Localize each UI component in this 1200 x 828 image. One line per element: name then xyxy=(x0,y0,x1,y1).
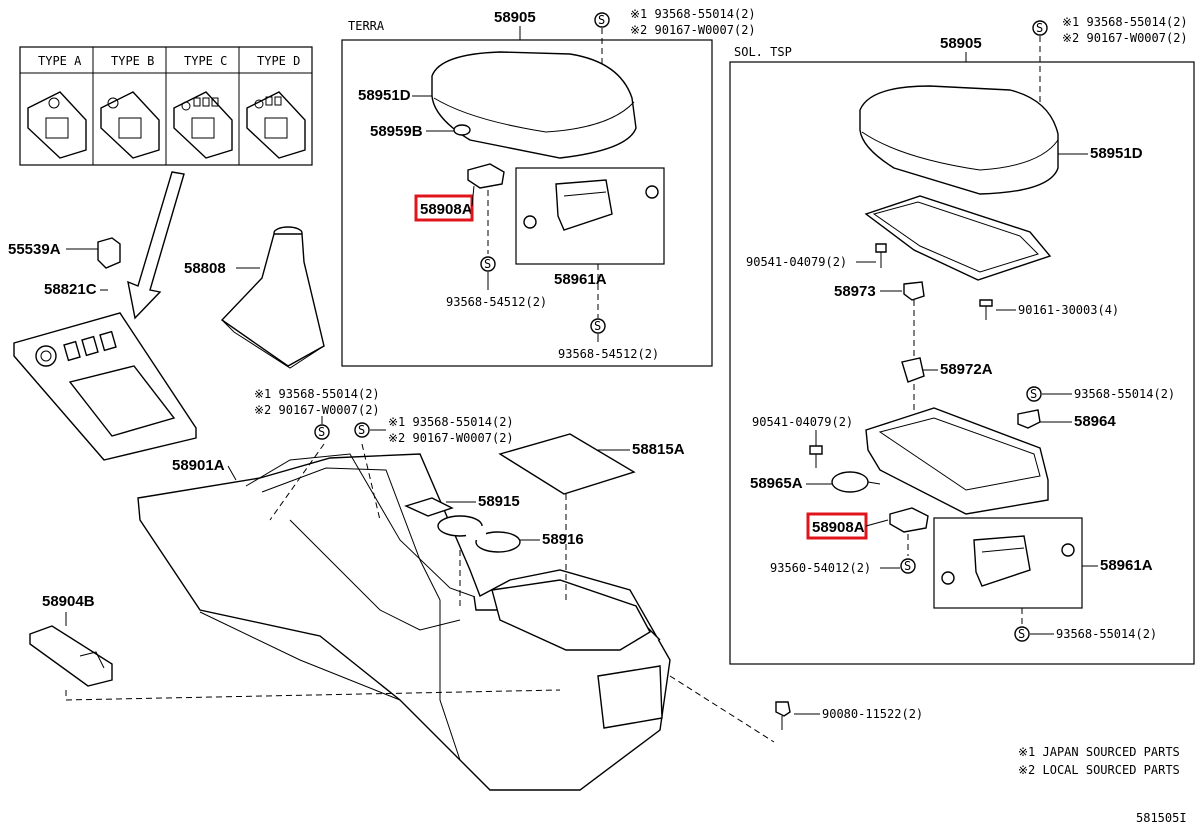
part-58951d-terra xyxy=(431,51,637,159)
part-58908a-sol xyxy=(889,507,929,533)
bolt-icon xyxy=(775,701,791,730)
label-58808: 58808 xyxy=(184,260,226,277)
sol-sourced-2: ※2 90167-W0007(2) xyxy=(1062,31,1188,45)
sol-sourced-1: ※1 93568-55014(2) xyxy=(1062,15,1188,29)
part-58821c xyxy=(13,312,197,461)
type-b-header: TYPE B xyxy=(111,54,154,68)
label-58905-terra: 58905 xyxy=(494,9,536,26)
part-58965a xyxy=(831,471,881,493)
label-58951d-terra: 58951D xyxy=(358,87,411,104)
bolt-icon xyxy=(809,445,823,468)
console-box-lower xyxy=(865,407,1049,515)
screw-icon: S xyxy=(1032,20,1048,36)
inset-arrow xyxy=(127,171,185,320)
type-inset: TYPE A TYPE B TYPE C TYPE D xyxy=(19,46,313,166)
label-58915: 58915 xyxy=(478,493,520,510)
label-58973: 58973 xyxy=(834,283,876,300)
console-sourced-a2: ※2 90167-W0007(2) xyxy=(254,403,380,417)
legend-note-1: ※1 JAPAN SOURCED PARTS xyxy=(1018,745,1180,759)
console-sourced-b1: ※1 93568-55014(2) xyxy=(388,415,514,429)
label-93568-54512-a: 93568-54512(2) xyxy=(446,295,547,309)
part-58908a-terra xyxy=(467,163,505,189)
svg-text:S: S xyxy=(1036,21,1043,35)
part-58915 xyxy=(404,497,454,517)
part-58959b xyxy=(453,124,471,136)
type-b-sketch xyxy=(100,91,160,159)
group-terra: TERRA xyxy=(348,19,385,33)
label-58961a-terra: 58961A xyxy=(554,271,607,288)
type-d-sketch xyxy=(246,91,306,159)
part-58964 xyxy=(1017,409,1041,429)
label-58815a: 58815A xyxy=(632,441,685,458)
terra-sourced-1: ※1 93568-55014(2) xyxy=(630,7,756,21)
label-58959b: 58959B xyxy=(370,123,423,140)
part-58951d-sol xyxy=(859,85,1059,195)
part-58961a-terra xyxy=(523,179,659,231)
bolt-icon xyxy=(979,299,993,320)
label-90541-b: 90541-04079(2) xyxy=(752,415,853,429)
armrest-base xyxy=(864,195,1052,281)
svg-text:S: S xyxy=(594,319,601,333)
highlight-58908a-terra xyxy=(414,194,474,222)
console-sourced-a1: ※1 93568-55014(2) xyxy=(254,387,380,401)
screw-icon: S xyxy=(1026,386,1042,402)
part-58904b xyxy=(29,625,113,687)
console-sourced-b2: ※2 90167-W0007(2) xyxy=(388,431,514,445)
svg-text:S: S xyxy=(1018,627,1025,641)
svg-text:S: S xyxy=(1030,387,1037,401)
label-55539a: 55539A xyxy=(8,241,61,258)
type-a-header: TYPE A xyxy=(38,54,82,68)
label-93568-54512-b: 93568-54512(2) xyxy=(558,347,659,361)
label-58961a-sol: 58961A xyxy=(1100,557,1153,574)
screw-icon: S xyxy=(900,558,916,574)
bolt-icon xyxy=(875,243,887,268)
type-a-sketch xyxy=(27,91,87,159)
label-58905-sol: 58905 xyxy=(940,35,982,52)
label-58908a-terra: 58908A xyxy=(420,201,473,218)
svg-text:S: S xyxy=(598,13,605,27)
svg-text:S: S xyxy=(358,423,365,437)
screw-icon: S xyxy=(314,424,330,440)
figure-id: 581505I xyxy=(1136,811,1187,825)
label-93568-55014-r1: 93568-55014(2) xyxy=(1074,387,1175,401)
type-d-header: TYPE D xyxy=(257,54,300,68)
label-58904b: 58904B xyxy=(42,593,95,610)
label-58951d-sol: 58951D xyxy=(1090,145,1143,162)
label-58908a-sol: 58908A xyxy=(812,519,865,536)
svg-text:S: S xyxy=(904,559,911,573)
part-58808 xyxy=(220,226,325,369)
label-58916: 58916 xyxy=(542,531,584,548)
svg-text:S: S xyxy=(318,425,325,439)
part-58916 xyxy=(437,515,521,553)
type-c-sketch xyxy=(173,91,233,159)
screw-icon: S xyxy=(1014,626,1030,642)
legend-note-2: ※2 LOCAL SOURCED PARTS xyxy=(1018,763,1180,777)
label-90080: 90080-11522(2) xyxy=(822,707,923,721)
part-58961a-sol xyxy=(941,535,1075,587)
label-58964: 58964 xyxy=(1074,413,1116,430)
label-90161: 90161-30003(4) xyxy=(1018,303,1119,317)
screw-icon: S xyxy=(590,318,606,334)
part-55539a xyxy=(97,237,121,269)
svg-text:S: S xyxy=(484,257,491,271)
part-58815a xyxy=(498,433,636,495)
screw-icon: S xyxy=(480,256,496,272)
group-sol-tsp: SOL. TSP xyxy=(734,45,792,59)
label-58821c: 58821C xyxy=(44,281,97,298)
label-93568-55014-r2: 93568-55014(2) xyxy=(1056,627,1157,641)
screw-icon: S xyxy=(354,422,370,438)
label-58901a: 58901A xyxy=(172,457,225,474)
label-58965a: 58965A xyxy=(750,475,803,492)
type-c-header: TYPE C xyxy=(184,54,227,68)
label-58972a: 58972A xyxy=(940,361,993,378)
terra-sourced-2: ※2 90167-W0007(2) xyxy=(630,23,756,37)
part-58972a xyxy=(901,357,925,383)
part-58973 xyxy=(903,281,925,301)
part-58901a xyxy=(137,453,671,791)
screw-icon: S xyxy=(594,12,610,28)
label-93560: 93560-54012(2) xyxy=(770,561,871,575)
label-90541-a: 90541-04079(2) xyxy=(746,255,847,269)
